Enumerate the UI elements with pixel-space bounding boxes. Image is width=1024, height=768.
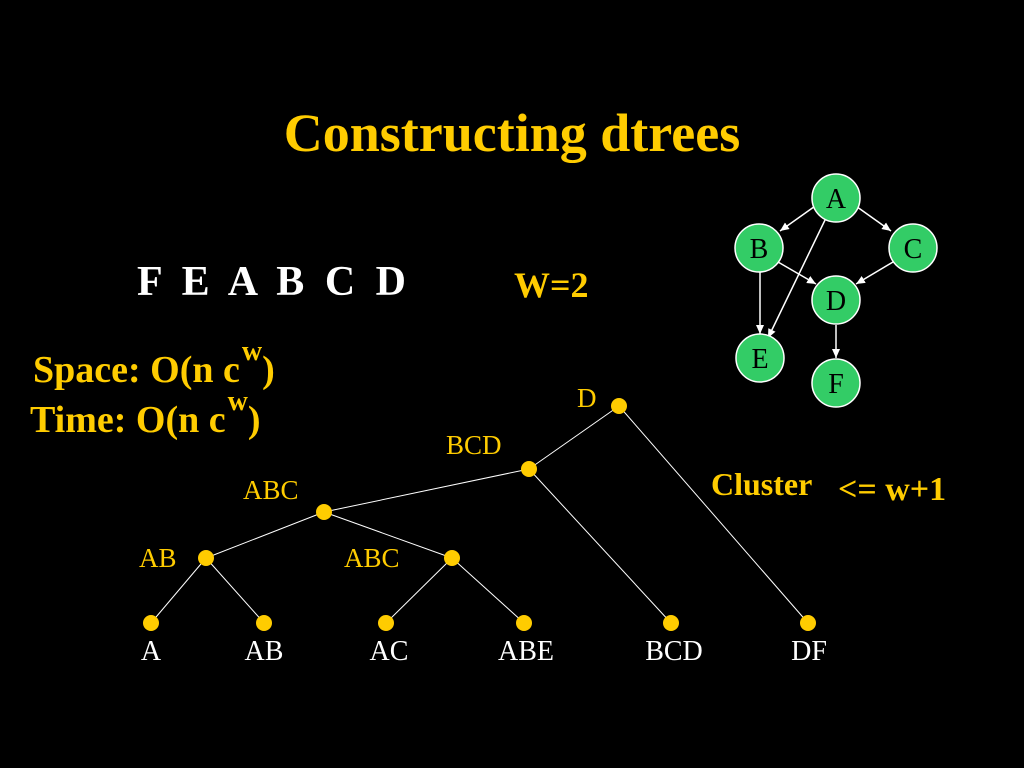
dtree-edge [528,468,672,624]
network-node-a-label: A [826,184,847,215]
bayes-network: A B C D E F [734,173,938,408]
dtree-label-ab: AB [139,543,177,573]
dtree-edge [150,557,207,624]
edge-a-c [852,203,892,232]
dtree-leaf [378,615,394,631]
dtree-node-abc-upper [316,504,332,520]
network-node-b: B [734,223,784,273]
edge-a-b [779,203,819,232]
dtree-label-abc-lower: ABC [344,543,400,573]
dtree-leaf-label-abe: ABE [498,636,554,667]
dtree-edge [323,468,530,513]
dtree-node-abc-lower [444,550,460,566]
dtree-internal-nodes: D BCD ABC AB ABC [139,383,627,573]
dtree-edge [323,511,453,559]
dtree-node-ab [198,550,214,566]
dtree-leaf-label-a: A [141,636,162,667]
dtree-leaf [143,615,159,631]
edge-b-d [777,261,817,285]
dtree-edge [385,557,453,624]
cluster-label: Cluster [711,466,813,502]
network-node-c: C [888,223,938,273]
dtree-leaf [256,615,272,631]
dtree-leaf-label-ab: AB [245,636,284,667]
network-node-f-label: F [828,369,844,400]
slide-title: Constructing dtrees [283,103,741,163]
network-node-a: A [811,173,861,223]
time-exponent: w [227,386,248,417]
edge-c-d [855,261,894,285]
dtree-leaf [516,615,532,631]
elimination-order: F E A B C D [137,259,406,305]
dtree-edge [528,405,620,470]
network-node-d: D [811,275,861,325]
dtree-label-abc-upper: ABC [243,475,299,505]
network-node-d-label: D [826,286,846,317]
time-suffix: ) [247,399,261,441]
space-prefix: Space: O(n c [33,349,240,391]
dtree-leaf-label-ac: AC [370,636,409,667]
network-node-e: E [735,333,785,383]
dtree-node-root [611,398,627,414]
dtree-label-root: D [577,383,597,413]
network-node-f: F [811,358,861,408]
network-node-c-label: C [904,234,923,265]
dtree-node-bcd [521,461,537,477]
dtree-edge [205,511,325,559]
dtree-label-bcd: BCD [446,430,502,460]
space-complexity: Space: O(n cw) [33,336,275,392]
dtree-edge [618,405,809,624]
dtree-edge [205,557,265,624]
time-complexity: Time: O(n cw) [30,386,261,442]
dtree-edges [150,405,809,624]
network-node-e-label: E [751,344,768,375]
time-prefix: Time: O(n c [30,399,226,441]
dtree-leaf [663,615,679,631]
cluster-bound: <= w+1 [838,471,947,508]
dtree-leaf-label-bcd: BCD [645,636,703,667]
edge-a-e [767,217,827,339]
dtree-leaf [800,615,816,631]
dtree-edge [451,557,525,624]
dtree-leaf-label-df: DF [791,636,827,667]
space-suffix: ) [262,349,275,391]
width-label: W=2 [514,265,589,305]
network-node-b-label: B [750,234,769,265]
space-exponent: w [241,336,263,367]
dtree-leaves: A AB AC ABE BCD DF [141,615,827,667]
